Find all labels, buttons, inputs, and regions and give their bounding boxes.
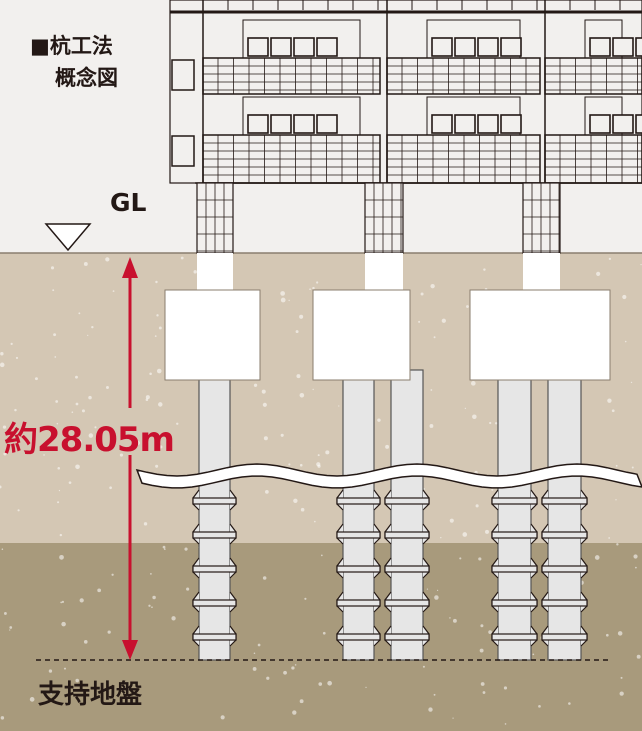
depth-arrow [122, 257, 138, 660]
building-elevation [169, 0, 642, 254]
pile [192, 369, 237, 661]
ground-level-label: GL [110, 188, 147, 217]
foundation-piles [135, 253, 642, 661]
pile [384, 369, 430, 661]
pile [491, 369, 538, 661]
pile-cap [469, 289, 611, 381]
diagram-title: ■杭工法 [30, 34, 113, 58]
pile-depth-label: 約28.05m [4, 420, 175, 460]
bearing-layer-label: 支持地盤 [38, 680, 143, 710]
ground-level-triangle-icon [44, 223, 92, 252]
pile-cap [312, 289, 411, 381]
depth-break-wave [135, 463, 642, 489]
pile [336, 369, 381, 661]
diagram-subtitle: 概念図 [55, 66, 118, 90]
pile-cap [164, 289, 261, 381]
pile [541, 369, 588, 661]
